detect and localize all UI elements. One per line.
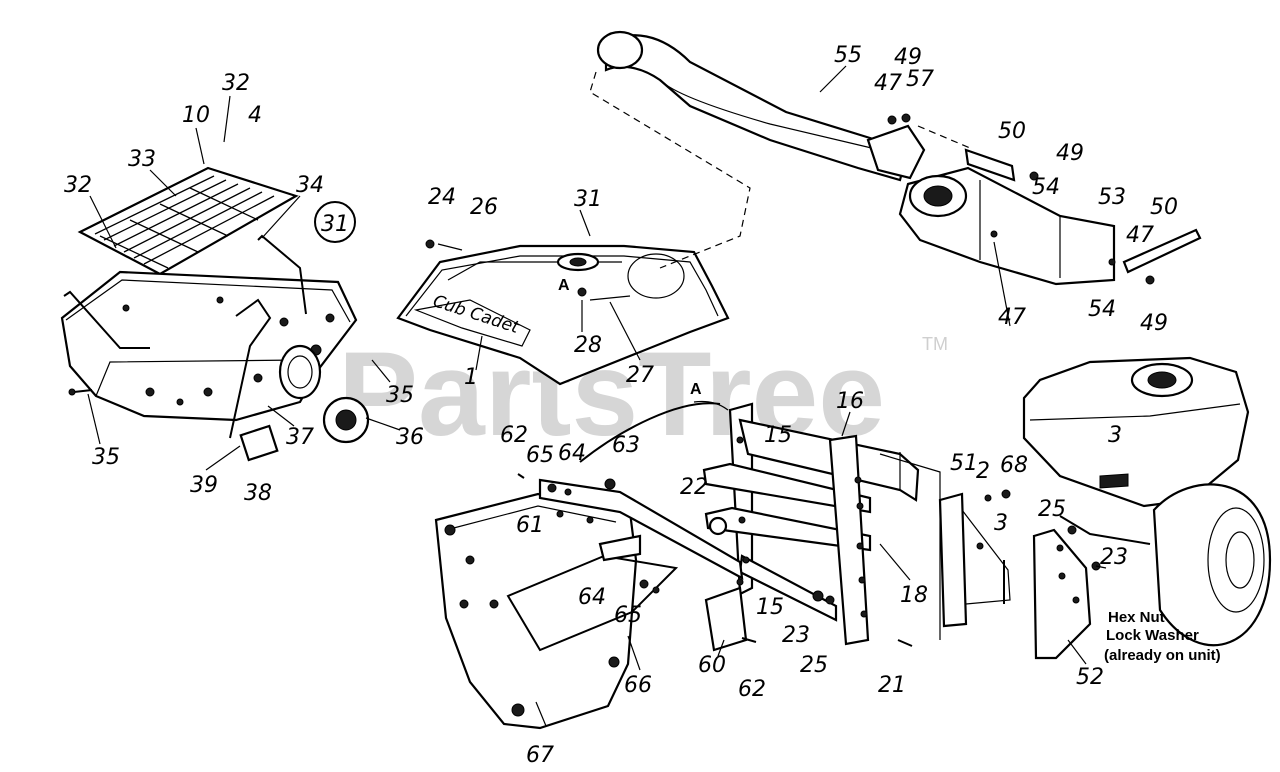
callout-2: 2: [976, 459, 990, 484]
callout-15: 15: [756, 595, 784, 620]
callout-22: 22: [680, 475, 708, 500]
callout-54: 54: [1088, 297, 1116, 322]
callout-1: 1: [464, 365, 478, 390]
callout-3: 3: [994, 511, 1008, 536]
callout-25: 25: [800, 653, 828, 678]
callout-53: 53: [1098, 185, 1126, 210]
callout-62: 62: [738, 677, 766, 702]
tractor-body: [1022, 356, 1272, 647]
grass-bag: [434, 473, 757, 730]
hardware-note: Hex Nut Lock Washer (already on unit): [1104, 609, 1221, 664]
callout-34: 34: [296, 173, 324, 198]
callout-27: 27: [626, 363, 654, 388]
callout-50: 50: [1150, 195, 1178, 220]
callout-60: 60: [698, 653, 726, 678]
reference-mark-a-lid: A: [558, 277, 570, 294]
group-31-marker: 31: [314, 201, 356, 243]
callout-28: 28: [574, 333, 602, 358]
assembly-leader-tube: [589, 71, 751, 269]
callout-35: 35: [92, 445, 120, 470]
callout-65: 65: [526, 443, 554, 468]
callout-32: 32: [222, 71, 250, 96]
callout-36: 36: [396, 425, 424, 450]
callout-62: 62: [500, 423, 528, 448]
reference-mark-a-cable: A: [690, 381, 702, 398]
callout-63: 63: [612, 433, 640, 458]
callout-4: 4: [248, 103, 262, 128]
callout-66: 66: [624, 673, 652, 698]
callout-31: 31: [574, 187, 602, 212]
callout-24: 24: [428, 185, 456, 210]
callout-50: 50: [998, 119, 1026, 144]
callout-67: 67: [526, 743, 554, 768]
callout-51: 51: [950, 451, 978, 476]
callout-61: 61: [516, 513, 544, 538]
callout-64: 64: [558, 441, 586, 466]
callout-52: 52: [1076, 665, 1104, 690]
bracket-52: [1032, 528, 1092, 660]
discharge-adapter: [898, 148, 1202, 286]
callout-35: 35: [386, 383, 414, 408]
callout-39: 39: [190, 473, 218, 498]
callout-37: 37: [286, 425, 314, 450]
callout-21: 21: [878, 673, 906, 698]
callout-47: 47: [874, 71, 902, 96]
callout-numbers: 55 49 47 57 50 49 54 53 50 47 54 49 47 3…: [64, 43, 1178, 768]
note-hex-nut: Hex Nut: [1108, 609, 1165, 626]
callout-18: 18: [900, 583, 928, 608]
callout-33: 33: [128, 147, 156, 172]
callout-26: 26: [470, 195, 498, 220]
mounting-frame: [702, 402, 941, 647]
callout-64: 64: [578, 585, 606, 610]
callout-38: 38: [244, 481, 272, 506]
callout-16: 16: [836, 389, 864, 414]
discharge-tube: [596, 30, 926, 182]
callout-47: 47: [998, 305, 1026, 330]
callout-32: 32: [64, 173, 92, 198]
callout-55: 55: [834, 43, 862, 68]
callout-3: 3: [1108, 423, 1122, 448]
callout-57: 57: [906, 67, 934, 92]
note-already-on-unit: (already on unit): [1104, 647, 1221, 664]
callout-49: 49: [894, 45, 922, 70]
cable-a: [579, 402, 721, 463]
assembly-leader-clamp: [917, 125, 971, 149]
catcher-basket-assembly: [60, 166, 370, 462]
callout-23: 23: [782, 623, 810, 648]
callout-15: 15: [764, 423, 792, 448]
callout-54: 54: [1032, 175, 1060, 200]
callout-23: 23: [1100, 545, 1128, 570]
callout-49: 49: [1140, 311, 1168, 336]
callout-25: 25: [1038, 497, 1066, 522]
bracket-51: [938, 489, 1011, 628]
callout-47: 47: [1126, 223, 1154, 248]
trademark-mark: TM: [922, 334, 948, 354]
note-lock-washer: Lock Washer: [1106, 627, 1199, 644]
svg-text:31: 31: [321, 212, 349, 237]
callout-10: 10: [182, 103, 210, 128]
callout-68: 68: [1000, 453, 1028, 478]
catcher-lid: Cub Cadet: [396, 239, 730, 386]
callout-leaders: [87, 65, 1107, 727]
callout-49: 49: [1056, 141, 1084, 166]
callout-65: 65: [614, 603, 642, 628]
